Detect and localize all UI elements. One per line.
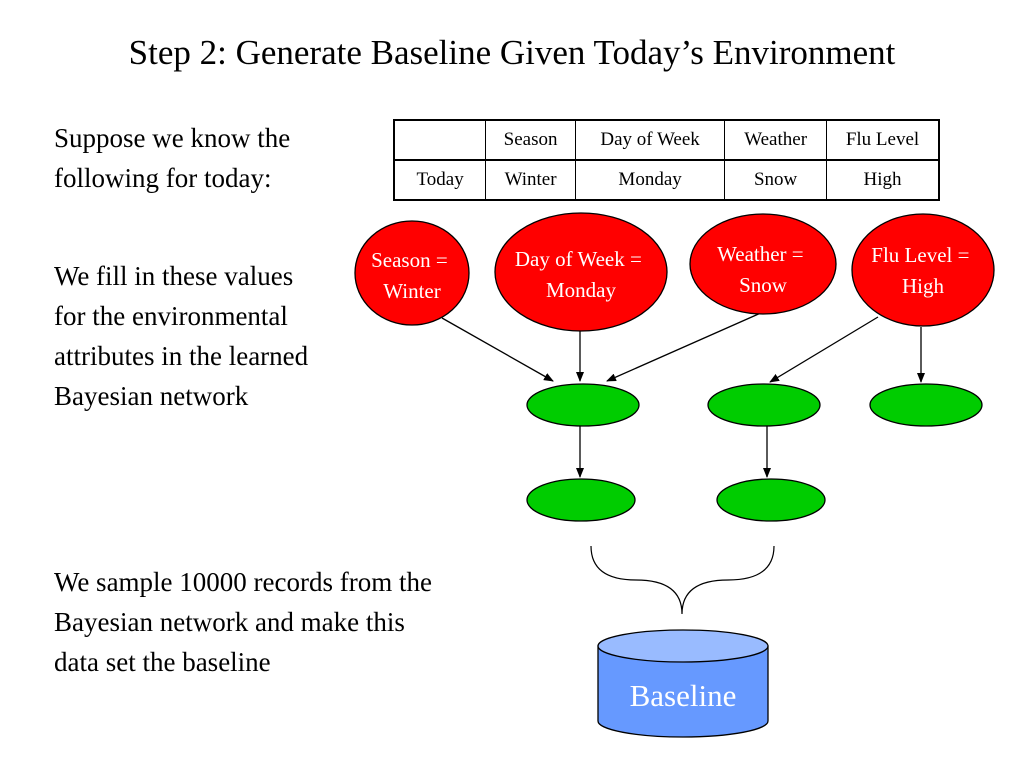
- node-day-of-week-label-line2: Monday: [546, 278, 616, 302]
- svg-text:Weather = Snow: Weather = Snow: [717, 242, 809, 297]
- node-flu-level-label-line1: Flu Level =: [871, 243, 969, 267]
- node-flu-level-label-line2: High: [902, 274, 945, 298]
- learned-node-e: [716, 478, 826, 522]
- svg-text:Day of Week = Monday: Day of Week = Monday: [515, 247, 647, 302]
- learned-node-d: [526, 478, 636, 522]
- node-season-label-line2: Winter: [383, 279, 440, 303]
- table-header-row: Season Day of Week Weather Flu Level: [393, 119, 940, 161]
- svg-text:Flu Level = High: Flu Level = High: [871, 243, 974, 298]
- node-season: Season = Winter: [354, 220, 470, 326]
- node-season-shape: [354, 220, 470, 326]
- learned-node-a: [526, 383, 640, 427]
- learned-node-c: [869, 383, 983, 427]
- learned-node-b: [707, 383, 821, 427]
- cell-season-value: Winter: [485, 159, 576, 201]
- edge-season-to-node-a: [441, 317, 554, 382]
- baseline-cylinder-top: [597, 629, 769, 663]
- node-season-label-line1: Season =: [371, 248, 448, 272]
- header-cell-weather: Weather: [724, 119, 827, 161]
- node-day-of-week-label-line1: Day of Week =: [515, 247, 642, 271]
- cell-weather-value: Snow: [724, 159, 827, 201]
- header-cell-season: Season: [485, 119, 576, 161]
- table-row: Today Winter Monday Snow High: [393, 159, 940, 201]
- cell-flu-level-value: High: [825, 159, 940, 201]
- node-day-of-week-shape: [494, 212, 668, 332]
- baseline-cylinder-body: [597, 645, 769, 738]
- sample-text: We sample 10000 records from the Bayesia…: [54, 567, 432, 677]
- environment-table: Season Day of Week Weather Flu Level Tod…: [393, 119, 940, 201]
- node-weather-shape: [689, 213, 837, 315]
- baseline-cylinder: Baseline: [597, 629, 769, 738]
- node-weather-label-line1: Weather =: [717, 242, 804, 266]
- edge-weather-to-node-a: [606, 311, 764, 382]
- node-flu-level-shape: [851, 213, 995, 327]
- header-cell-day-of-week: Day of Week: [574, 119, 726, 161]
- slide-title: Step 2: Generate Baseline Given Today’s …: [128, 33, 896, 72]
- node-day-of-week: Day of Week = Monday: [494, 212, 668, 332]
- node-flu-level: Flu Level = High: [851, 213, 995, 327]
- sampling-brace: [590, 545, 775, 615]
- network-edges: [441, 311, 925, 478]
- edge-flu-to-node-b: [769, 316, 879, 383]
- node-weather: Weather = Snow: [689, 213, 837, 315]
- cell-day-of-week-value: Monday: [574, 159, 726, 201]
- node-weather-label-line2: Snow: [739, 273, 788, 297]
- intro-text: Suppose we know the following for today:: [54, 123, 291, 193]
- baseline-label: Baseline: [630, 678, 737, 713]
- svg-text:Season = Winter: Season = Winter: [371, 248, 453, 303]
- fill-in-text: We fill in these values for the environm…: [54, 261, 309, 411]
- header-cell-flu-level: Flu Level: [825, 119, 940, 161]
